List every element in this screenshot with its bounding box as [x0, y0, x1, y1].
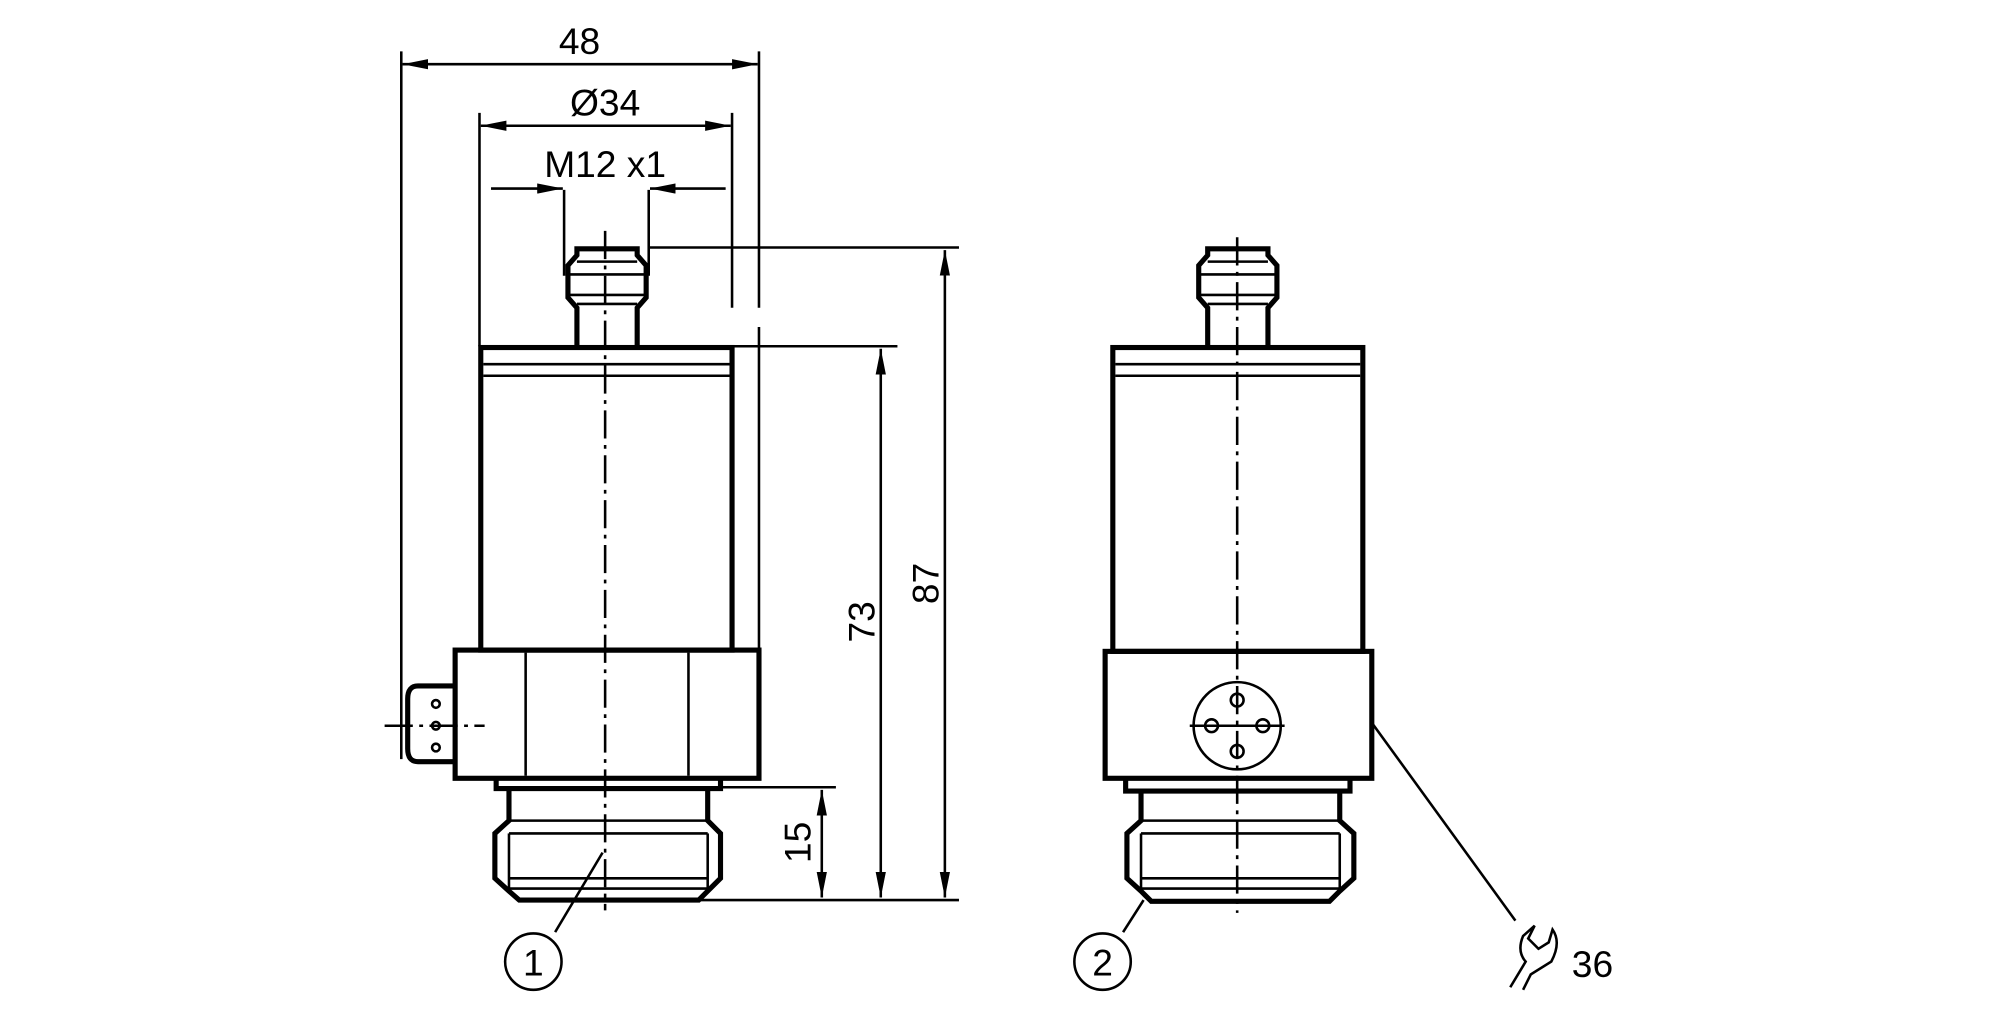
callout-1-label: 1 [523, 942, 544, 984]
hex-nut [452, 647, 762, 781]
sensor-body [478, 344, 735, 653]
wrench-size-label: 36 [1572, 943, 1613, 985]
callout-1-circle [503, 932, 563, 992]
dim-87-label: 87 [904, 563, 946, 604]
dim-diameter-label: Ø34 [570, 81, 640, 123]
dim-thread-label: M12 x1 [544, 143, 666, 185]
dim-48-label: 48 [559, 20, 600, 62]
dim-15-label: 15 [776, 822, 818, 863]
front-view: 2 36 [1073, 237, 1613, 992]
callout-2-label: 2 [1092, 942, 1113, 984]
callout-2-circle [1073, 932, 1133, 992]
wrench-icon [1509, 924, 1559, 991]
side-view: 48 Ø34 M12 x1 [384, 20, 959, 992]
dim-73-label: 73 [840, 601, 882, 642]
